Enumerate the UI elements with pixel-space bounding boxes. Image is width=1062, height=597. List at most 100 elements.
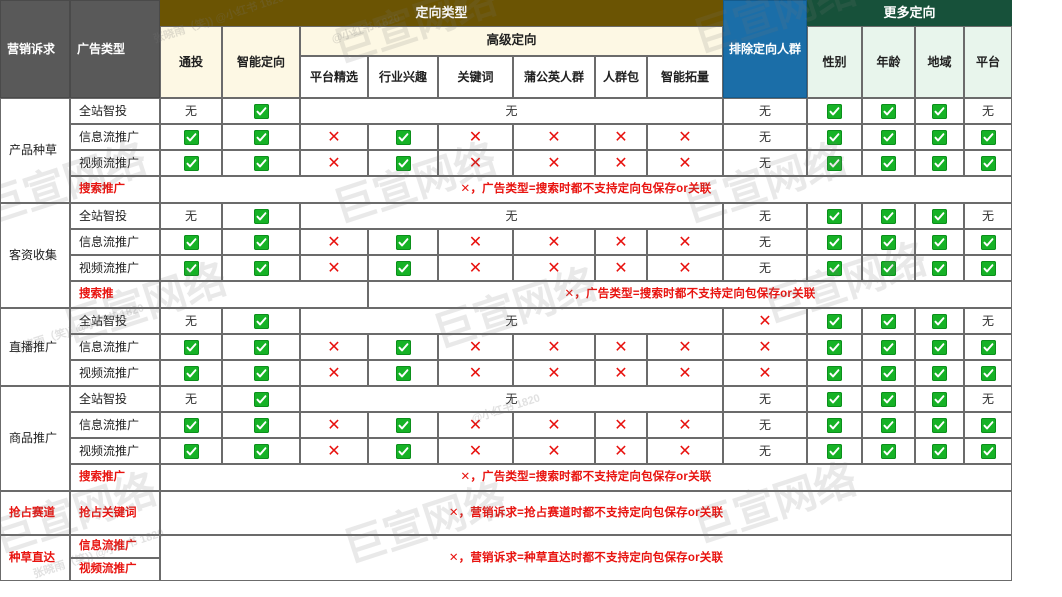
cell-smart-targeting: [222, 334, 300, 360]
cell-gender: [807, 438, 862, 464]
warning-message: ✕，广告类型=搜索时都不支持定向包保存or关联: [160, 176, 1012, 203]
cell-region: [915, 255, 964, 281]
none-value: 无: [758, 155, 771, 170]
ad-type-label: 搜索推广: [70, 464, 160, 491]
check-icon: [183, 417, 199, 433]
band-more-targeting: 更多定向: [807, 0, 1012, 26]
none-value: 无: [758, 129, 771, 144]
cross-icon: ✕: [758, 311, 772, 330]
none-value: 无: [981, 313, 994, 328]
column-header-exclude-crowd: 排除定向人群: [723, 0, 807, 98]
cell-platform: [964, 360, 1012, 386]
cell-tongtou: 无: [160, 203, 222, 229]
cell-platform-select: ✕: [300, 229, 368, 255]
none-value: 无: [184, 391, 197, 406]
cross-icon: ✕: [614, 415, 628, 434]
check-icon: [932, 391, 947, 407]
check-icon: [183, 260, 199, 276]
cell-platform-select: ✕: [300, 360, 368, 386]
cell-smart-targeting: [222, 150, 300, 176]
cell-smart-expand: ✕: [647, 360, 723, 386]
check-icon: [827, 103, 842, 119]
check-icon: [253, 313, 269, 329]
group-label-1: 客资收集: [0, 203, 70, 308]
check-icon: [827, 129, 842, 145]
cell-region: [915, 124, 964, 150]
cross-icon: ✕: [678, 337, 692, 356]
cell-platform: [964, 229, 1012, 255]
cell-exclude-crowd: 无: [723, 124, 807, 150]
cell-platform: [964, 124, 1012, 150]
cell-age: [862, 229, 915, 255]
warning-message: ✕，营销诉求=抢占赛道时都不支持定向包保存or关联: [160, 491, 1012, 535]
check-icon: [881, 443, 896, 459]
check-icon: [932, 365, 947, 381]
check-icon: [183, 155, 199, 171]
cell-region: [915, 438, 964, 464]
check-icon: [881, 339, 896, 355]
cell-gender: [807, 255, 862, 281]
cell-platform-select: ✕: [300, 438, 368, 464]
cell-gender: [807, 203, 862, 229]
cross-icon: ✕: [678, 258, 692, 277]
check-icon: [881, 260, 896, 276]
cross-icon: ✕: [468, 232, 483, 251]
cell-smart-expand: ✕: [647, 412, 723, 438]
cross-icon: ✕: [547, 232, 561, 251]
cell-region: [915, 360, 964, 386]
cell-smart-expand: ✕: [647, 229, 723, 255]
ad-type-label: 全站智投: [70, 386, 160, 412]
none-value: 无: [505, 313, 518, 328]
group-label-3: 商品推广: [0, 386, 70, 491]
column-header-gender: 性别: [807, 26, 862, 98]
cell-keyword: ✕: [438, 334, 513, 360]
check-icon: [183, 129, 199, 145]
check-icon: [980, 260, 996, 276]
cell-region: [915, 203, 964, 229]
cell-platform: 无: [964, 203, 1012, 229]
cross-icon: ✕: [327, 153, 341, 172]
check-icon: [827, 313, 842, 329]
column-header-ad-type: 广告类型: [70, 0, 160, 98]
none-value: 无: [981, 103, 994, 118]
check-icon: [932, 129, 947, 145]
cross-icon: ✕: [547, 153, 561, 172]
check-icon: [932, 313, 947, 329]
cell-gender: [807, 308, 862, 334]
cell-platform-select: ✕: [300, 150, 368, 176]
check-icon: [932, 417, 947, 433]
ad-type-label: 信息流推广: [70, 535, 160, 558]
column-header-keyword: 关键词: [438, 56, 513, 98]
check-icon: [932, 208, 947, 224]
cell-crowd-pack: ✕: [595, 334, 647, 360]
check-icon: [980, 339, 996, 355]
cell-age: [862, 98, 915, 124]
cell-smart-targeting: [222, 308, 300, 334]
check-icon: [932, 234, 947, 250]
cell-platform: 无: [964, 98, 1012, 124]
cell-gender: [807, 229, 862, 255]
cross-icon: ✕: [758, 337, 772, 356]
cell-tongtou: [160, 255, 222, 281]
check-icon: [881, 208, 896, 224]
ad-type-label: 信息流推广: [70, 229, 160, 255]
cell-advanced-merged: 无: [300, 98, 723, 124]
ad-type-label: 信息流推广: [70, 412, 160, 438]
cell-keyword: ✕: [438, 438, 513, 464]
check-icon: [183, 365, 199, 381]
cross-icon: ✕: [327, 127, 341, 146]
check-icon: [253, 417, 269, 433]
check-icon: [932, 339, 947, 355]
cell-smart-expand: ✕: [647, 150, 723, 176]
cell-platform: [964, 412, 1012, 438]
cross-icon: ✕: [468, 441, 483, 460]
column-header-platform-select: 平台精选: [300, 56, 368, 98]
cell-platform-select: ✕: [300, 334, 368, 360]
cell-platform-select: ✕: [300, 412, 368, 438]
column-header-smart-targeting: 智能定向: [222, 26, 300, 98]
cell-dandelion-crowd: ✕: [513, 229, 595, 255]
cell-advanced-merged: 无: [300, 308, 723, 334]
cell-platform: 无: [964, 308, 1012, 334]
group-label-0: 产品种草: [0, 98, 70, 203]
